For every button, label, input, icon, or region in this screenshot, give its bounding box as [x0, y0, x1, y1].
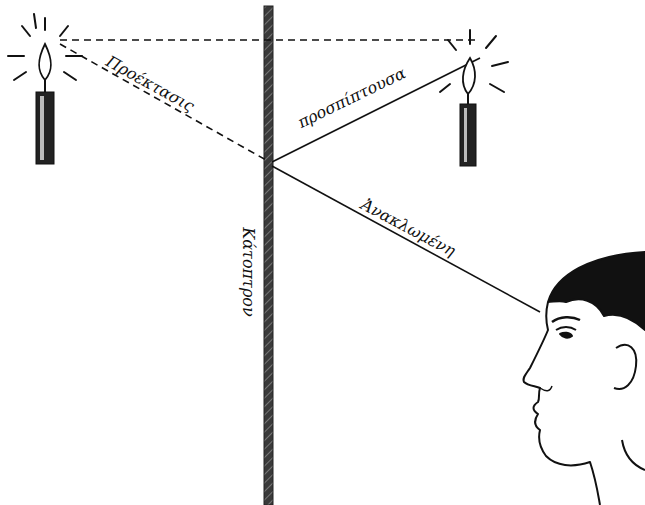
mirror-label: Κάτοπτρον: [240, 227, 256, 316]
reflected-ray: [272, 166, 540, 312]
observer-face: [523, 252, 645, 505]
mirror: [264, 6, 273, 505]
incident-ray: [272, 58, 480, 162]
candle-left: [8, 14, 82, 164]
candle-right: [440, 30, 508, 166]
extension-line: [60, 44, 266, 160]
incident-label: προσπίπτουσα: [296, 65, 409, 131]
light-rays: [60, 40, 540, 312]
dashed-line: [60, 39, 478, 41]
extension-label: Προέκτασις: [103, 53, 196, 114]
reflected-label: Ἀνακλωμένη: [358, 197, 457, 260]
